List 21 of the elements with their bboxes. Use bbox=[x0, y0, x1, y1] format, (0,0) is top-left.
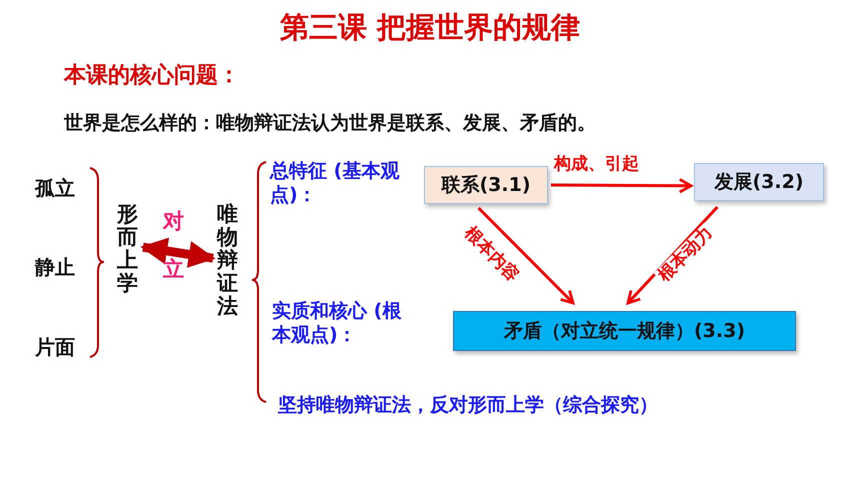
title: 第三课 把握世界的规律 bbox=[280, 9, 580, 46]
label-text: 实质和核心 (根本观点)： bbox=[272, 300, 402, 348]
label-text: 世界是怎么样的：唯物辩证法认为世界是联系、发展、矛盾的。 bbox=[64, 112, 596, 136]
label-text: 本课的核心问题： bbox=[64, 62, 240, 90]
label-text: 立 bbox=[163, 256, 184, 282]
concept-box: 矛盾（对立统一规律）(3.3) bbox=[453, 311, 796, 351]
concept-box: 发展(3.2) bbox=[694, 163, 824, 201]
label-text: 对 bbox=[163, 208, 184, 234]
arrow bbox=[140, 238, 216, 268]
arrow bbox=[478, 206, 574, 304]
vertical-term: 形而上学 bbox=[117, 203, 138, 296]
concept-box: 联系(3.1) bbox=[424, 166, 548, 204]
label-text: 片面 bbox=[35, 335, 75, 360]
label-text: 静止 bbox=[35, 255, 75, 280]
arrow bbox=[550, 178, 692, 194]
label-text: 总特征 (基本观点)： bbox=[270, 160, 400, 208]
label-text: 坚持唯物辩证法，反对形而上学（综合探究） bbox=[278, 394, 658, 418]
label-text: 孤立 bbox=[35, 176, 75, 201]
vertical-term: 唯物辩证法 bbox=[217, 203, 238, 318]
edge-label: 构成、引起 bbox=[552, 155, 641, 175]
arrow bbox=[626, 206, 718, 304]
